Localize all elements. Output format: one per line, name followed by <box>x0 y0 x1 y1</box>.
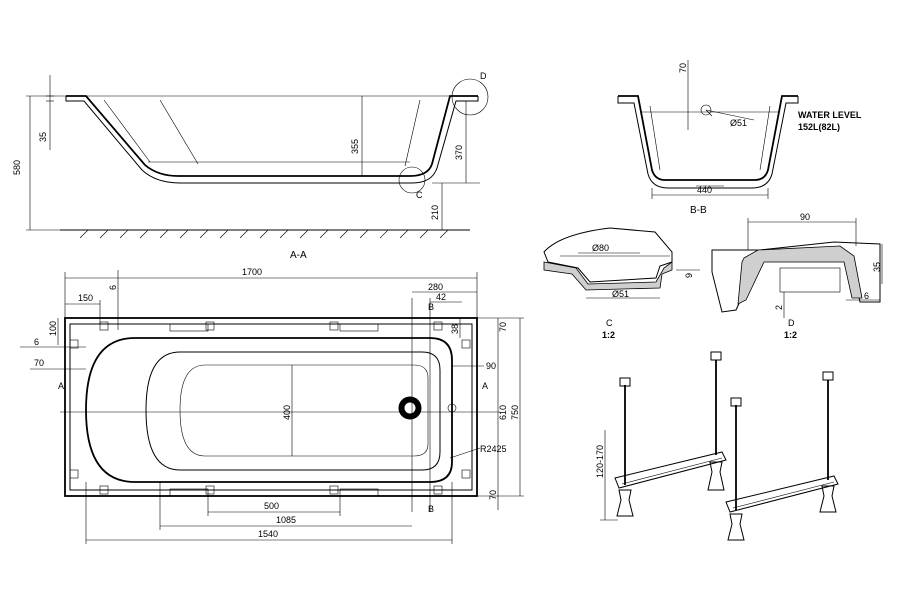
dim-580: 580 <box>12 160 22 175</box>
label-aa: A-A <box>290 250 307 261</box>
detail-d-scale: 1:2 <box>784 330 797 340</box>
section-aa-view: 580 35 355 370 210 D C A-A <box>12 71 489 261</box>
dim-370: 370 <box>454 145 464 160</box>
d-dim-35: 35 <box>872 262 882 272</box>
dim-100: 100 <box>48 321 58 336</box>
dim-35: 35 <box>38 132 48 142</box>
bb-dim-70: 70 <box>678 63 688 73</box>
marker-d: D <box>480 71 487 81</box>
ground-hatch <box>79 229 449 239</box>
legs-dim-range: 120-170 <box>595 445 605 478</box>
dim-210: 210 <box>430 205 440 220</box>
dim-280: 280 <box>428 282 443 292</box>
dim-500: 500 <box>264 501 279 511</box>
water-level-volume: 152L(82L) <box>798 122 840 132</box>
detail-c-label: C <box>606 318 613 328</box>
bb-dim-51: Ø51 <box>730 118 747 128</box>
dim-1700: 1700 <box>242 267 262 277</box>
d-dim-2: 2 <box>774 305 784 310</box>
dim-750: 750 <box>510 405 520 420</box>
dim-42: 42 <box>436 292 446 302</box>
dim-6-left: 6 <box>34 337 39 347</box>
detail-d-view: 90 35 2 6 D 1:2 <box>711 212 883 340</box>
dim-70-left: 70 <box>34 358 44 368</box>
dim-70-right-bottom: 70 <box>488 490 498 500</box>
dim-355: 355 <box>350 139 360 154</box>
dim-r2425: R2425 <box>480 444 507 454</box>
label-bb: B-B <box>690 205 707 216</box>
section-b-bottom: B <box>428 504 434 514</box>
section-bb-view: 70 Ø51 WATER LEVEL 152L(82L) 440 B-B <box>617 60 862 216</box>
d-dim-90: 90 <box>800 212 810 222</box>
section-a-left: A <box>58 381 64 391</box>
dim-90: 90 <box>486 361 496 371</box>
bb-dim-440: 440 <box>697 185 712 195</box>
c-dim-9: 9 <box>684 273 694 278</box>
dim-400: 400 <box>282 405 292 420</box>
dim-38: 38 <box>450 324 460 334</box>
detail-d-label: D <box>788 318 795 328</box>
water-level-label: WATER LEVEL <box>798 110 862 120</box>
d-dim-6: 6 <box>864 291 869 301</box>
dim-1085: 1085 <box>276 515 296 525</box>
legs-view: 120-170 <box>595 351 839 541</box>
section-b-top: B <box>428 302 434 312</box>
plan-view: B B A A 1700 150 6 280 42 6 70 100 70 38… <box>20 267 524 544</box>
dim-610: 610 <box>498 405 508 420</box>
detail-c-scale: 1:2 <box>602 330 615 340</box>
marker-c: C <box>416 190 423 200</box>
dim-1540: 1540 <box>258 529 278 539</box>
section-a-right: A <box>482 381 488 391</box>
dim-150: 150 <box>78 293 93 303</box>
c-dim-80: Ø80 <box>592 243 609 253</box>
dim-6-top: 6 <box>108 285 118 290</box>
c-dim-51: Ø51 <box>612 289 629 299</box>
dim-70-right-top: 70 <box>498 322 508 332</box>
detail-c-view: Ø80 9 Ø51 C 1:2 <box>543 227 700 340</box>
